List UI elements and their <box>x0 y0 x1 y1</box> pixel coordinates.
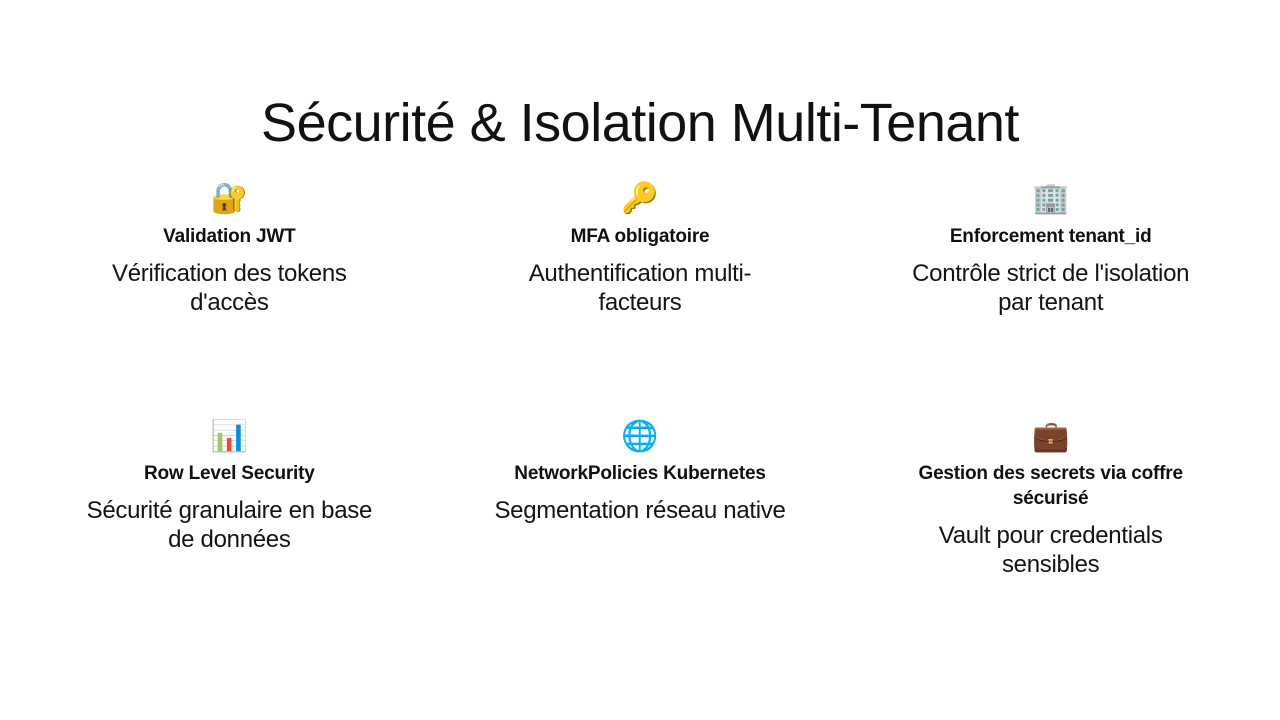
feature-card-heading: Enforcement tenant_id <box>949 226 1152 247</box>
feature-card: 📊 Row Level Security Sécurité granulaire… <box>24 418 435 656</box>
feature-card-description: Segmentation réseau native <box>494 497 786 524</box>
feature-card-heading: MFA obligatoire <box>570 226 710 247</box>
bar-chart-icon: 📊 <box>210 419 248 454</box>
feature-card-heading: Gestion des secrets via coffre sécurisé <box>918 463 1183 509</box>
feature-card-description: Vérification des tokens d'accès <box>112 260 347 316</box>
feature-card: 🌐 NetworkPolicies Kubernetes Segmentatio… <box>435 418 846 656</box>
feature-cards-grid: 🔐 Validation JWT Vérification des tokens… <box>24 180 1256 656</box>
feature-card-description: Vault pour credentials sensibles <box>938 522 1163 578</box>
feature-card-description: Authentification multi-facteurs <box>528 260 752 316</box>
feature-card: 💼 Gestion des secrets via coffre sécuris… <box>845 418 1256 656</box>
globe-with-meridians-icon: 🌐 <box>621 419 659 454</box>
feature-card-heading: Row Level Security <box>144 463 315 484</box>
feature-card-description: Contrôle strict de l'isolation par tenan… <box>912 260 1190 316</box>
locked-with-key-icon: 🔐 <box>210 181 248 216</box>
feature-card-description: Sécurité granulaire en base de données <box>86 497 373 553</box>
feature-card: 🏢 Enforcement tenant_id Contrôle strict … <box>845 180 1256 418</box>
office-building-icon: 🏢 <box>1031 181 1070 216</box>
feature-card: 🔑 MFA obligatoire Authentification multi… <box>435 180 846 418</box>
briefcase-icon: 💼 <box>1031 419 1070 454</box>
feature-card-heading: NetworkPolicies Kubernetes <box>514 463 766 484</box>
page-title: Sécurité & Isolation Multi-Tenant <box>261 93 1019 154</box>
feature-card: 🔐 Validation JWT Vérification des tokens… <box>24 180 435 418</box>
key-icon: 🔑 <box>621 181 659 216</box>
feature-card-heading: Validation JWT <box>163 226 296 247</box>
